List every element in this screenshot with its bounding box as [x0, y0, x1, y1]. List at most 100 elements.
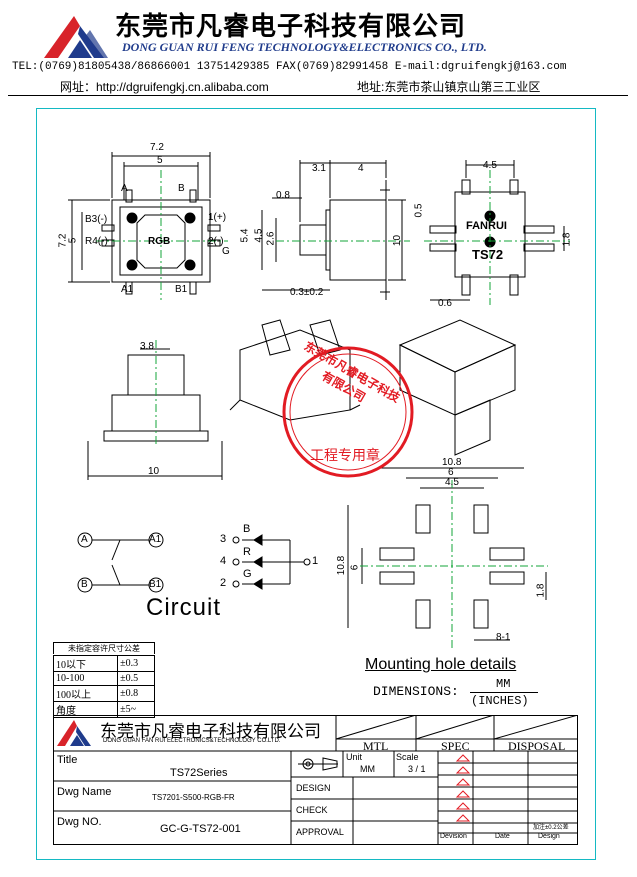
pin-b3: B3(-)	[85, 214, 108, 225]
dim-right-0-5: 0.5	[413, 203, 425, 218]
pin-g: G	[222, 246, 230, 257]
dim-right-4-5: 4.5	[483, 160, 497, 171]
mounting-pattern	[347, 467, 547, 641]
title-block-logo	[57, 720, 91, 746]
pin-a1: A1	[121, 284, 134, 295]
circuit-node-a1: A1	[149, 534, 162, 545]
brand-label: FANRUI	[466, 220, 507, 232]
dim-mount-v10-8: 10.8	[336, 555, 348, 576]
tb-dwg-name-label: Dwg Name	[57, 786, 112, 798]
company-logo	[44, 16, 108, 58]
tb-title-label: Title	[57, 754, 78, 766]
dim-top-inner: 5	[157, 155, 163, 166]
circuit-node-b: B	[81, 579, 88, 590]
tb-rev-design: Design	[538, 833, 560, 840]
units-divider	[470, 692, 538, 693]
dim-mount-8-1: 8-1	[496, 632, 511, 643]
table-row: 100以上±0.8	[52, 685, 155, 702]
units-primary: MM	[496, 677, 511, 691]
led-pin-1: 1	[312, 555, 319, 567]
led-pin-4: 4	[220, 555, 227, 567]
units-label: DIMENSIONS:	[373, 684, 459, 699]
table-row: 角度±5~	[52, 701, 155, 718]
table-row: 10以下±0.3	[52, 655, 155, 672]
dim-mount-10-8: 10.8	[442, 457, 462, 468]
led-pin-2: 2	[220, 577, 227, 589]
dim-mount-6: 6	[448, 467, 454, 478]
tb-title-value: TS72Series	[170, 767, 228, 779]
dim-right-1-8: 1.8	[561, 232, 573, 247]
front-view	[87, 348, 223, 480]
tb-scale-value: 3 / 1	[408, 764, 426, 774]
dim-side-0-8: 0.8	[276, 190, 290, 201]
dim-mount-4-5: 4.5	[445, 477, 459, 488]
contact-line: TEL:(0769)81805438/86866001 13751429385 …	[12, 61, 567, 73]
dim-side-4-5: 4.5	[253, 228, 265, 243]
tol-range: 100以上	[52, 685, 119, 702]
tol-value: ±5~	[117, 701, 155, 718]
tol-range: 角度	[52, 701, 119, 718]
dim-mount-1-8: 1.8	[535, 583, 547, 598]
tb-dwg-no-label: Dwg NO.	[57, 816, 102, 828]
right-view	[429, 160, 565, 301]
company-address: 地址:东莞市茶山镇京山第三工业区	[357, 80, 541, 94]
dim-right-0-6: 0.6	[438, 298, 452, 309]
tb-scale-label: Scale	[396, 752, 419, 762]
rgb-label: RGB	[148, 236, 171, 247]
website-link[interactable]: 网址：http://dgruifengkj.cn.alibaba.com	[60, 80, 269, 94]
tb-rev-note: 加注±0.2公差	[533, 825, 569, 831]
led-label-b: B	[243, 523, 251, 535]
tb-company-cn: 东莞市凡睿电子科技有限公司	[100, 722, 321, 742]
dim-side-tol: 0.3±0.2	[290, 287, 324, 298]
pin-b1: B1	[175, 284, 188, 295]
tolerance-table: 10以下±0.3 10-100±0.5 100以上±0.8 角度±5~	[52, 655, 155, 718]
mounting-title: Mounting hole details	[365, 656, 517, 673]
led-label-g: G	[243, 568, 252, 580]
dim-side-10: 10	[392, 234, 404, 247]
iso-view-left	[229, 319, 361, 421]
tb-approval-label: APPROVAL	[296, 827, 344, 837]
tb-dwg-name-value: TS7201-S500-RGB-FR	[152, 793, 235, 802]
tb-rev-devision: Devision	[440, 833, 467, 840]
dim-top-inner-h: 5	[67, 237, 79, 244]
dim-mount-v6: 6	[349, 564, 361, 571]
tol-value: ±0.3	[117, 655, 155, 672]
tol-range: 10以下	[52, 655, 119, 672]
tb-unit-label: Unit	[346, 752, 363, 762]
dim-side-5-4: 5.4	[239, 228, 251, 243]
tb-unit-value: MM	[360, 764, 375, 774]
company-name-en: DONG GUAN RUI FENG TECHNOLOGY&ELECTRONIC…	[122, 40, 487, 54]
tol-value: ±0.5	[117, 671, 155, 686]
dim-top-width: 7.2	[150, 142, 164, 153]
tol-range: 10-100	[52, 671, 119, 686]
pin-1: 1(+)	[208, 212, 227, 223]
pin-a: A	[121, 183, 128, 194]
circuit-node-b1: B1	[149, 579, 162, 590]
tb-design-label: DESIGN	[296, 783, 331, 793]
tb-col-disposal: DISPOSAL	[508, 739, 566, 753]
tb-dwg-no-value: GC-G-TS72-001	[160, 823, 241, 835]
led-pin-3: 3	[220, 533, 227, 545]
tb-col-mtl: MTL	[363, 739, 389, 753]
circuit-node-a: A	[81, 534, 88, 545]
dim-side-3-1: 3.1	[312, 163, 326, 174]
side-view	[261, 160, 406, 300]
led-label-r: R	[243, 546, 251, 558]
dim-front-3-8: 3.8	[140, 341, 154, 352]
tb-rev-date: Date	[495, 833, 510, 840]
tb-col-spec: SPEC	[441, 739, 470, 753]
header-divider	[8, 95, 628, 96]
dim-side-2-6: 2.6	[265, 231, 277, 246]
title-block-grid	[53, 715, 578, 845]
pin-2: 2(-)	[208, 236, 224, 247]
stamp-sub: 工程专用章	[310, 449, 380, 464]
drawing-frame	[36, 108, 596, 860]
tolerance-title: 未指定容许尺寸公差	[53, 642, 155, 654]
tb-company-en: DONG GUAN FAN RUI ELECTRONICS&TECHNOLOGY…	[103, 738, 281, 744]
pin-r4: R4(-)	[85, 236, 108, 247]
table-row: 10-100±0.5	[52, 671, 155, 686]
circuit-diagram	[77, 532, 311, 593]
circuit-label: Circuit	[146, 594, 222, 621]
iso-view-right	[398, 319, 517, 456]
